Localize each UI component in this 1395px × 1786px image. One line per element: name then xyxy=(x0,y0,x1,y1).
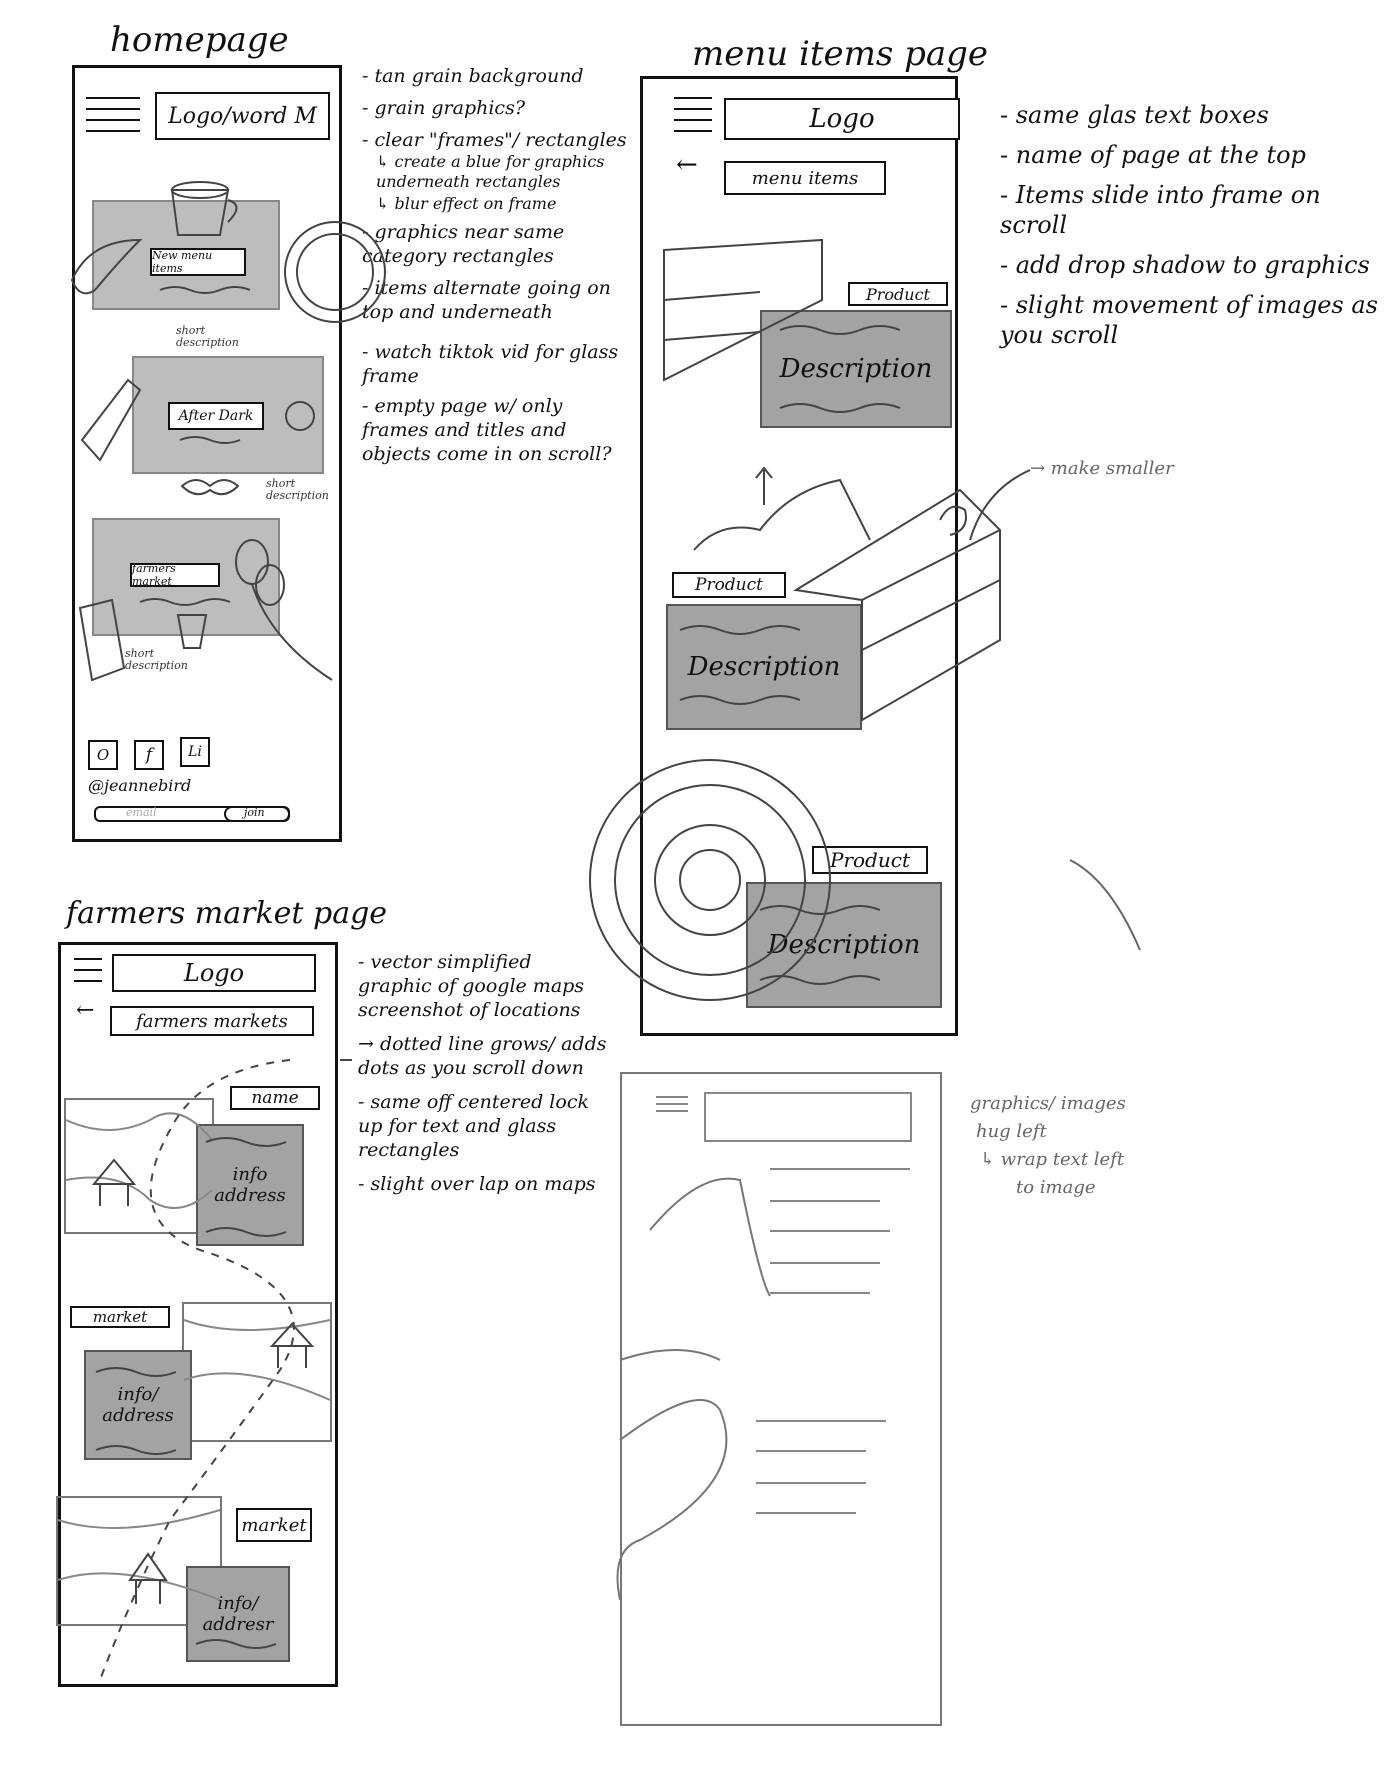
hamburger-menu-icon[interactable] xyxy=(656,1096,688,1117)
coffee-mug-rim xyxy=(171,181,229,199)
homepage-title: homepage xyxy=(110,20,289,60)
market-3-name[interactable]: market xyxy=(236,1508,312,1542)
linkedin-icon[interactable]: Li xyxy=(180,737,210,767)
coffee-mug-icon xyxy=(170,189,238,236)
farmers-market-label[interactable]: farmers market xyxy=(130,562,220,588)
text-line xyxy=(770,1230,890,1232)
product-1-label[interactable]: Product xyxy=(848,282,948,306)
note-line: - same glas text boxes xyxy=(1000,101,1269,129)
back-arrow-icon[interactable]: ← xyxy=(76,998,95,1023)
note-line: → dotted line grows/ adds dots as you sc… xyxy=(358,1033,607,1079)
note-line: - watch tiktok vid for glass frame xyxy=(362,341,619,387)
product-2-description: Description xyxy=(666,604,862,730)
facebook-icon[interactable]: f xyxy=(134,740,164,770)
homepage-phone-frame xyxy=(72,65,342,842)
farmers-page-notes: - vector simplified graphic of google ma… xyxy=(358,950,608,1196)
note-line: - grain graphics? xyxy=(362,97,526,119)
menu-page-title: menu items page xyxy=(692,34,989,74)
note-line: - empty page w/ only frames and titles a… xyxy=(362,395,612,465)
pie-icon xyxy=(284,221,386,323)
menu-items-page-name[interactable]: menu items xyxy=(724,161,886,195)
frame-2-caption: short description xyxy=(266,477,329,502)
note-line: - same off centered lock up for text and… xyxy=(358,1091,589,1161)
note-line: hug left xyxy=(976,1121,1047,1142)
note-line: - Items slide into frame on scroll xyxy=(1000,181,1321,239)
menu-page-notes: - same glas text boxes - name of page at… xyxy=(1000,100,1380,350)
new-menu-items-label[interactable]: New menu items xyxy=(150,248,246,276)
homepage-notes: - tan grain background - grain graphics?… xyxy=(362,64,632,466)
text-line xyxy=(756,1512,856,1514)
hamburger-menu-icon[interactable] xyxy=(674,97,712,141)
market-2-name[interactable]: market xyxy=(70,1306,170,1328)
after-dark-label[interactable]: After Dark xyxy=(168,402,264,430)
note-line: - name of page at the top xyxy=(1000,141,1306,169)
product-2-label[interactable]: Product xyxy=(672,572,786,598)
farmers-page-title: farmers market page xyxy=(66,896,388,931)
text-line xyxy=(756,1420,886,1422)
note-line: - vector simplified graphic of google ma… xyxy=(358,951,585,1021)
text-line xyxy=(770,1168,910,1170)
email-placeholder: email xyxy=(126,806,157,819)
text-line xyxy=(770,1262,880,1264)
farmers-page-logo[interactable]: Logo xyxy=(112,954,316,992)
social-handle: @jeannebird xyxy=(88,776,192,795)
note-line: ↳ wrap text left xyxy=(980,1149,1125,1170)
note-line: - add drop shadow to graphics xyxy=(1000,251,1370,279)
balloon-icon xyxy=(235,539,269,585)
text-line xyxy=(756,1450,866,1452)
note-line: ↳ create a blue for graphics underneath … xyxy=(376,152,605,191)
frame-1-caption: short description xyxy=(176,324,239,349)
note-line: ↳ blur effect on frame xyxy=(376,194,557,213)
product-1-description: Description xyxy=(760,310,952,428)
make-smaller-annotation: → make smaller xyxy=(1030,458,1174,479)
text-line xyxy=(770,1200,880,1202)
note-line: - slight over lap on maps xyxy=(358,1173,596,1195)
jar-icon xyxy=(78,598,126,682)
market-2-info: info/ address xyxy=(84,1350,192,1460)
frame-3-caption: short description xyxy=(125,647,188,672)
note-line: - graphics near same category rectangles xyxy=(362,221,565,267)
note-line: graphics/ images xyxy=(970,1093,1126,1114)
note-line: - items alternate going on top and under… xyxy=(362,277,611,323)
homepage-logo[interactable]: Logo/word M xyxy=(155,92,330,140)
fourth-page-notes: graphics/ images hug left ↳ wrap text le… xyxy=(970,1090,1200,1202)
market-tent-icon xyxy=(91,1158,137,1206)
sandwich-icon xyxy=(663,238,823,382)
email-input[interactable]: email join xyxy=(94,806,290,822)
fourth-page-logo-box[interactable] xyxy=(704,1092,912,1142)
fourth-page-phone-frame xyxy=(620,1072,942,1726)
map-3 xyxy=(56,1496,222,1626)
donut-icon xyxy=(589,759,831,1001)
hamburger-menu-icon[interactable] xyxy=(74,958,102,991)
popcorn-icon xyxy=(176,614,208,649)
hamburger-menu-icon[interactable] xyxy=(86,97,140,141)
farmers-page-phone-frame xyxy=(58,942,338,1687)
market-tent-icon xyxy=(128,1552,168,1604)
lantern-icon xyxy=(285,401,315,431)
bow-icon xyxy=(180,479,240,496)
menu-page-logo[interactable]: Logo xyxy=(724,98,960,140)
instagram-icon[interactable]: O xyxy=(88,740,118,770)
note-line: - clear "frames"/ rectangles xyxy=(362,129,627,151)
market-1-info: info address xyxy=(196,1124,304,1246)
croissant-icon xyxy=(70,238,143,295)
join-button[interactable]: join xyxy=(224,806,290,822)
join-label: join xyxy=(244,806,265,819)
text-line xyxy=(756,1482,866,1484)
back-arrow-icon[interactable]: ← xyxy=(676,150,698,180)
text-line xyxy=(770,1292,870,1294)
farmers-markets-page-name[interactable]: farmers markets xyxy=(110,1006,314,1036)
market-1-name[interactable]: name xyxy=(230,1086,320,1110)
cake-slice-icon xyxy=(793,488,1001,722)
market-tent-icon xyxy=(269,1322,315,1368)
menu-page-phone-frame xyxy=(640,76,958,1036)
note-line: - tan grain background xyxy=(362,65,584,87)
wine-bottle-icon xyxy=(80,378,142,462)
product-3-label[interactable]: Product xyxy=(812,846,928,874)
note-line: - slight movement of images as you scrol… xyxy=(1000,291,1378,349)
note-line: to image xyxy=(1016,1177,1096,1198)
